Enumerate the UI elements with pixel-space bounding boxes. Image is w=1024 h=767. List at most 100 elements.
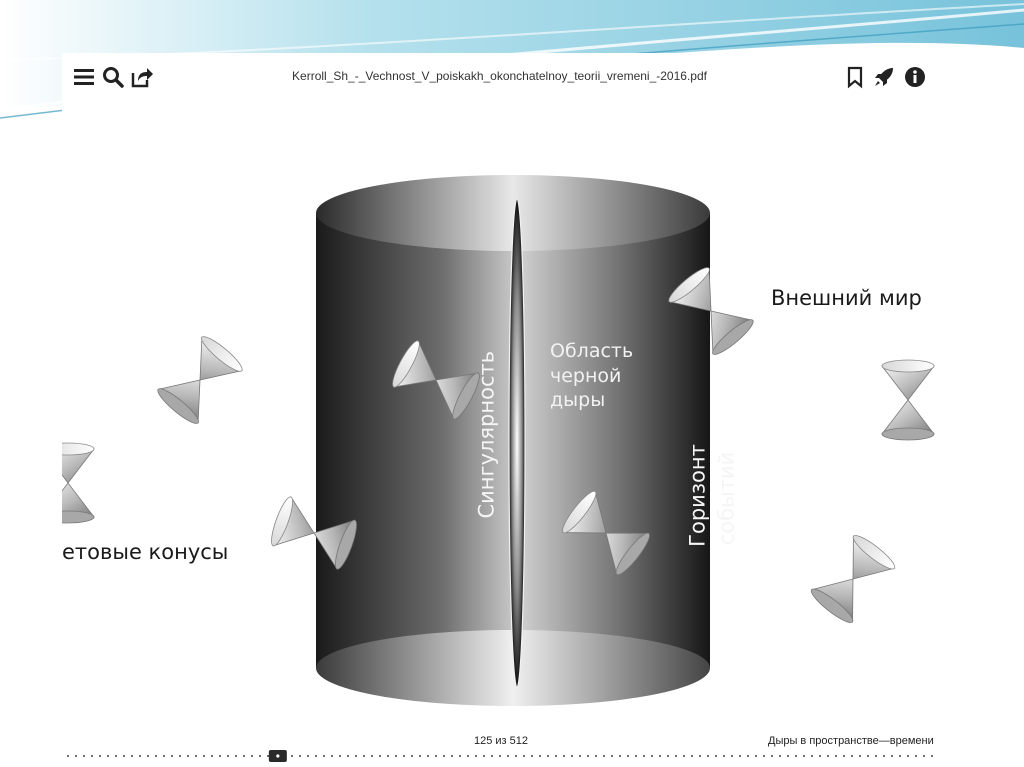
scrubber-dot [419, 755, 421, 757]
bookmark-icon[interactable] [843, 65, 867, 89]
scrubber-dot [587, 755, 589, 757]
scrubber-dot [291, 755, 293, 757]
scrubber-dot [459, 755, 461, 757]
menu-icon[interactable] [72, 65, 96, 89]
scrubber-dot [739, 755, 741, 757]
scrubber-dot [531, 755, 533, 757]
scrubber-dot [131, 755, 133, 757]
scrubber-dot [795, 755, 797, 757]
scrubber-dot [875, 755, 877, 757]
scrubber-dot [515, 755, 517, 757]
scrubber-dot [827, 755, 829, 757]
scrubber-dot [707, 755, 709, 757]
scrubber-dot [843, 755, 845, 757]
scrubber-dot [811, 755, 813, 757]
scrubber-dot [907, 755, 909, 757]
scrubber-dot [883, 755, 885, 757]
scrubber-dot [899, 755, 901, 757]
horizon-label-line1: Горизонт [685, 444, 710, 547]
scrubber-dot [195, 755, 197, 757]
scrubber-dot [435, 755, 437, 757]
scrubber-dot [683, 755, 685, 757]
search-icon[interactable] [101, 65, 125, 89]
scrubber-dot [235, 755, 237, 757]
page-indicator: 125 из 512 [474, 735, 529, 747]
scrubber-dot [483, 755, 485, 757]
scrubber-dot [467, 755, 469, 757]
scrubber-dot [555, 755, 557, 757]
scrubber-dot [147, 755, 149, 757]
scrubber-dot [371, 755, 373, 757]
scrubber-handle[interactable] [268, 750, 287, 762]
scrubber-dot [83, 755, 85, 757]
scrubber-dot [115, 755, 117, 757]
scrubber-dot [619, 755, 621, 757]
pdf-viewer-page: Kerroll_Sh_-_Vechnost_V_poiskakh_okoncha… [62, 53, 937, 767]
scrubber-dot [163, 755, 165, 757]
scrubber-dot [563, 755, 565, 757]
scrubber-dot [611, 755, 613, 757]
black-hole-diagram [62, 175, 935, 706]
scrubber-dot [67, 755, 69, 757]
scrubber-dot [379, 755, 381, 757]
outer-world-label: Внешний мир [771, 286, 922, 310]
scrubber-dot [347, 755, 349, 757]
scrubber-dot [331, 755, 333, 757]
scrubber-dot [675, 755, 677, 757]
scrubber-dot [779, 755, 781, 757]
scrubber-dot [523, 755, 525, 757]
share-icon[interactable] [130, 65, 154, 89]
scrubber-dot [219, 755, 221, 757]
scrubber-dot [667, 755, 669, 757]
scrubber-dot [715, 755, 717, 757]
scrubber-dot [747, 755, 749, 757]
light-cone [881, 359, 935, 441]
light-cone [62, 442, 95, 524]
scrubber-dot [787, 755, 789, 757]
scrubber-dot [867, 755, 869, 757]
scrubber-dot [723, 755, 725, 757]
document-title: Kerroll_Sh_-_Vechnost_V_poiskakh_okoncha… [292, 69, 707, 83]
info-icon[interactable] [903, 65, 927, 89]
scrubber-dot [931, 755, 933, 757]
scrubber-dot [99, 755, 101, 757]
scrubber-dot [851, 755, 853, 757]
scrubber-dot [315, 755, 317, 757]
scrubber-dot [411, 755, 413, 757]
scrubber-dot [691, 755, 693, 757]
scrubber-dot [859, 755, 861, 757]
scrubber-dot [427, 755, 429, 757]
horizon-label-line2: событий [714, 451, 739, 546]
scrubber-dot [203, 755, 205, 757]
singularity-line [508, 198, 526, 688]
singularity-label: Сингулярность [474, 350, 499, 519]
scrubber-dot [179, 755, 181, 757]
light-cone [807, 531, 899, 627]
scrubber-dot [731, 755, 733, 757]
scrubber-dot [627, 755, 629, 757]
rocket-icon[interactable] [872, 65, 896, 89]
scrubber-dot [923, 755, 925, 757]
scrubber-dot [227, 755, 229, 757]
scrubber-dot [475, 755, 477, 757]
scrubber-dot [763, 755, 765, 757]
scrubber-dot [395, 755, 397, 757]
scrubber-dot [187, 755, 189, 757]
scrubber-dot [307, 755, 309, 757]
scrubber-dot [499, 755, 501, 757]
scrubber-dot [547, 755, 549, 757]
scrubber-dot [891, 755, 893, 757]
scrubber-dot [771, 755, 773, 757]
scrubber-dot [595, 755, 597, 757]
page-scrubber[interactable] [62, 750, 937, 762]
scrubber-dot [171, 755, 173, 757]
scrubber-dot [211, 755, 213, 757]
light-cone [153, 332, 247, 428]
scrubber-dot [819, 755, 821, 757]
scrubber-dot [107, 755, 109, 757]
scrubber-dot [699, 755, 701, 757]
scrubber-dot [139, 755, 141, 757]
scrubber-dot [299, 755, 301, 757]
scrubber-dot [267, 755, 269, 757]
scrubber-track [67, 755, 933, 757]
